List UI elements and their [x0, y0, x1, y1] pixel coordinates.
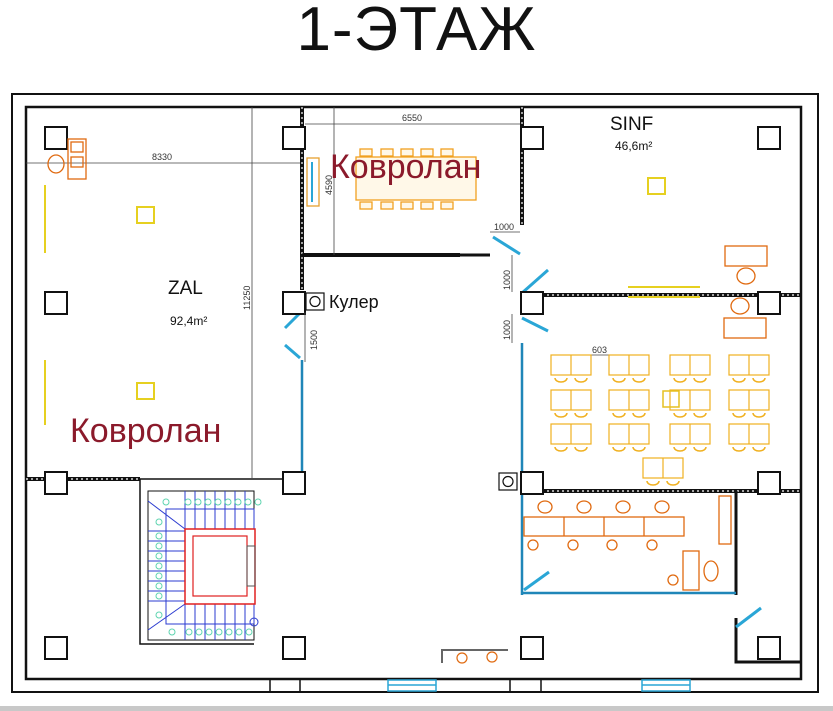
- cooler-label: Кулер: [329, 292, 379, 312]
- column: [44, 126, 781, 660]
- dim-meeting-width: 6550: [402, 113, 423, 123]
- dim-door-sinf: 1000: [502, 269, 512, 290]
- room-name-zal: ZAL: [168, 278, 203, 299]
- floor-type-zal: Ковролан: [70, 412, 222, 450]
- dim-desk-gap: 603: [592, 345, 608, 355]
- room-area-zal: 92,4m²: [170, 314, 208, 328]
- classroom-desk-icon: [550, 354, 770, 479]
- cooler-icon: [305, 292, 518, 491]
- room-name-sinf: SINF: [610, 114, 654, 135]
- dim-zal-width: 8330: [152, 152, 173, 162]
- glass-partition: [300, 343, 736, 595]
- bottom-border: [0, 706, 833, 711]
- office-desk-icon: [723, 245, 768, 339]
- dim-meeting-height: 4590: [324, 174, 334, 195]
- meeting-table-icon: [355, 148, 477, 210]
- dimension-lines: [26, 107, 610, 478]
- dim-door-meeting: 1000: [494, 222, 515, 232]
- floor-title: 1-ЭТАЖ: [296, 0, 537, 64]
- window-icon: [387, 679, 691, 692]
- office-desk-icon: [47, 138, 87, 180]
- dim-zal-height: 11250: [242, 285, 252, 310]
- light-fixture: [44, 177, 700, 425]
- outer-wall: [11, 93, 819, 693]
- floor-type-meeting: Ковролан: [330, 148, 482, 186]
- inner-wall: [24, 105, 803, 681]
- dim-door-zal: 1500: [309, 329, 319, 350]
- staircase: [139, 479, 262, 645]
- dim-door-class: 1000: [502, 319, 512, 340]
- room-area-sinf: 46,6m²: [615, 139, 653, 153]
- office-workstation-icon: [523, 495, 732, 591]
- door-icon: [283, 235, 762, 629]
